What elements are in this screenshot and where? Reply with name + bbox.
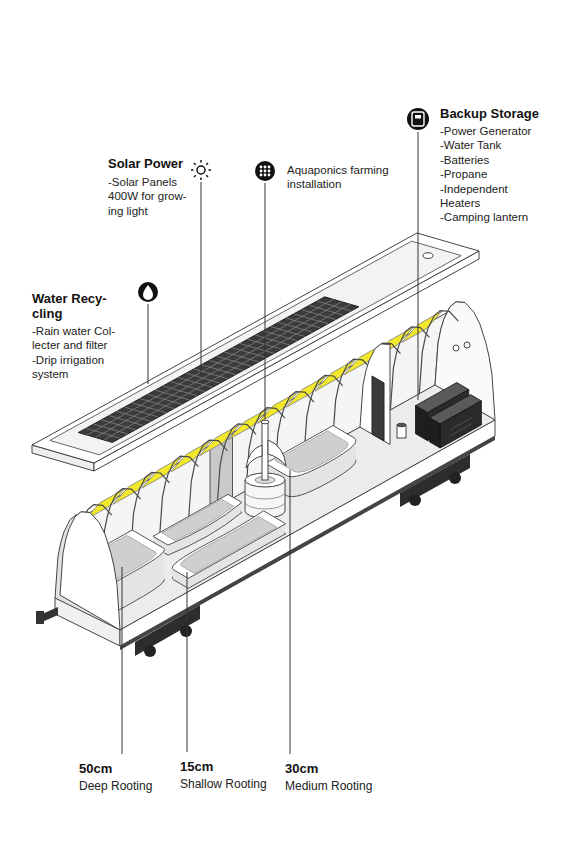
water-icon bbox=[138, 282, 158, 302]
callout-item: -Rain water Col- lecter and filter bbox=[32, 324, 132, 353]
dimension-caption: Shallow Rooting bbox=[180, 777, 267, 791]
aquaponics-tower bbox=[245, 420, 286, 518]
dimension-caption: Medium Rooting bbox=[285, 779, 372, 793]
chassis bbox=[36, 420, 495, 657]
storage-icon bbox=[407, 108, 429, 130]
gauge bbox=[464, 342, 470, 348]
gauge bbox=[453, 345, 459, 351]
callout-item: -Batteries bbox=[440, 153, 489, 167]
callout-note: Aquaponics farming installation bbox=[287, 163, 397, 192]
callout-item: -Independent Heaters bbox=[440, 182, 546, 211]
partition-door bbox=[372, 376, 384, 441]
dimension-label: 15cm bbox=[180, 759, 213, 774]
callout-heading: Water Recy- cling bbox=[32, 291, 122, 321]
callout-heading: Solar Power bbox=[108, 156, 183, 171]
aquaponics-icon bbox=[255, 161, 275, 181]
callout-item: -Drip irrigation system bbox=[32, 353, 132, 382]
callout-item: -Power Generator bbox=[440, 124, 531, 138]
floor-planters bbox=[39, 372, 495, 630]
callout-item: -Water Tank bbox=[440, 138, 501, 152]
rain-collector bbox=[423, 253, 433, 259]
callout-item: -Camping lantern bbox=[440, 210, 528, 224]
callout-item: -Propane bbox=[440, 167, 487, 181]
callout-item: -Solar Panels 400W for grow- ing light bbox=[108, 175, 196, 218]
callout-heading: Backup Storage bbox=[440, 106, 539, 121]
dimension-caption: Deep Rooting bbox=[79, 779, 152, 793]
sink bbox=[397, 423, 406, 438]
partition-wall bbox=[360, 344, 390, 445]
dimension-label: 30cm bbox=[285, 761, 318, 776]
dimension-label: 50cm bbox=[79, 761, 112, 776]
sun-icon bbox=[191, 160, 211, 180]
leader-lines bbox=[122, 132, 418, 754]
